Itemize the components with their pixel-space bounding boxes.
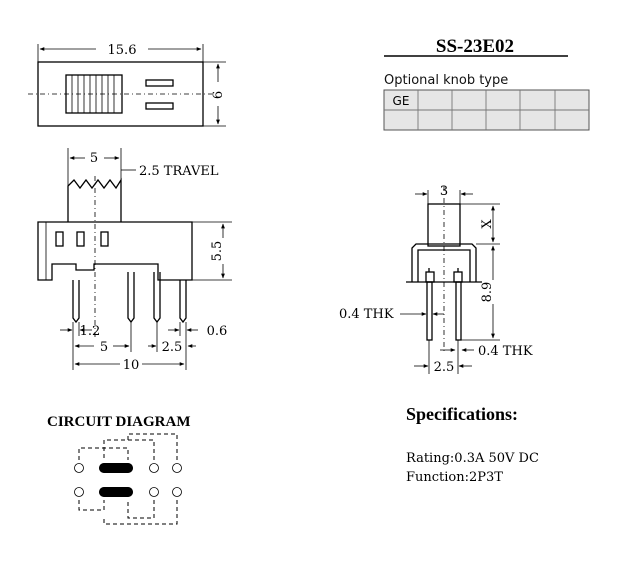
end-pitch-dim: 2.5 xyxy=(434,360,455,375)
end-x-dim: X xyxy=(480,219,495,229)
spec-heading: Specifications: xyxy=(406,404,518,424)
end-pin-right xyxy=(455,281,462,341)
slider-knob xyxy=(65,74,123,114)
end-height-dim: 8.9 xyxy=(480,282,495,303)
specifications: Specifications: Rating:0.3A 50V DC Funct… xyxy=(406,404,539,485)
pitch-dim-a: 5 xyxy=(100,340,108,355)
end-housing xyxy=(411,243,477,282)
end-view: 3 X 8.9 0.4 THK 0.4 THK 2.5 xyxy=(339,184,533,375)
circuit-diagram: CIRCUIT DIAGRAM xyxy=(47,414,190,525)
knob-table-cell-ge: GE xyxy=(393,94,410,108)
spec-function: Function:2P3T xyxy=(406,470,503,485)
knob-width-dim: 5 xyxy=(90,151,98,166)
knob-type-table: GE xyxy=(383,89,590,131)
top-view-body xyxy=(37,61,204,127)
top-width-dim: 15.6 xyxy=(108,43,137,58)
actuator xyxy=(67,177,122,222)
pin-thk-dim: 0.6 xyxy=(207,324,228,339)
part-number: SS-23E02 xyxy=(436,36,514,57)
pitch-dim-b: 2.5 xyxy=(162,340,183,355)
thk-right-label: 0.4 THK xyxy=(478,344,533,359)
end-pin-left xyxy=(426,281,433,341)
travel-label: 2.5 TRAVEL xyxy=(139,164,219,179)
top-height-dim: 6 xyxy=(211,91,226,99)
part-number-block: SS-23E02 Optional knob type GE xyxy=(383,36,590,131)
total-width-dim: 10 xyxy=(123,358,140,373)
bridge-contact-top xyxy=(99,463,133,473)
top-view: 15.6 6 xyxy=(28,43,226,127)
end-top-dim: 3 xyxy=(440,184,448,199)
side-view: 5 2.5 TRAVEL 5.5 1.2 0.6 xyxy=(37,148,232,373)
side-height-dim: 5.5 xyxy=(210,241,225,262)
mounting-slot-bottom xyxy=(145,102,174,110)
mounting-slot-top xyxy=(145,79,174,87)
thk-left-label: 0.4 THK xyxy=(339,307,394,322)
spec-rating: Rating:0.3A 50V DC xyxy=(406,451,539,466)
side-housing xyxy=(37,221,193,281)
pin-width-dim: 1.2 xyxy=(80,324,101,339)
circuit-title: CIRCUIT DIAGRAM xyxy=(47,414,190,430)
bridge-contact-bottom xyxy=(99,487,133,497)
knob-table-caption: Optional knob type xyxy=(384,73,508,88)
